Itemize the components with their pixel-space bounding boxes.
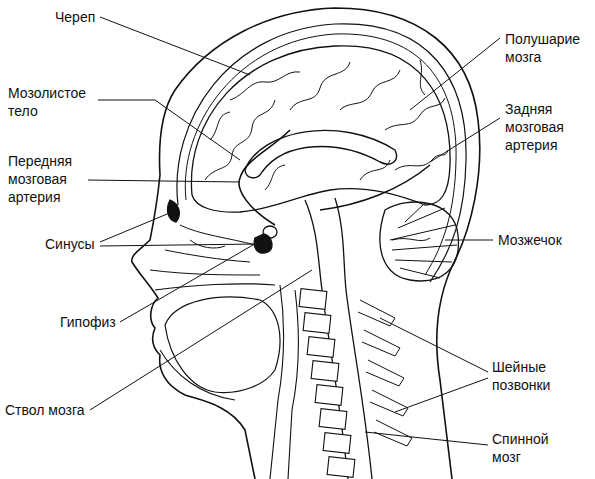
skull-inner xyxy=(185,34,456,275)
part-label: Ствол мозга xyxy=(5,401,85,419)
brainstem xyxy=(305,198,372,479)
gyri xyxy=(205,60,448,190)
frontal-sinus xyxy=(168,200,180,222)
palate xyxy=(155,284,275,290)
part-label: Задняя мозговая артерия xyxy=(505,100,587,154)
part-label: Шейные позвонки xyxy=(492,358,577,394)
cerebrum xyxy=(191,46,450,212)
anterior-cerebral-artery xyxy=(239,130,290,225)
leader-lines xyxy=(88,17,500,445)
cervical-vertebrae xyxy=(299,289,355,478)
part-label: Полушарие мозга xyxy=(505,30,590,66)
part-label: Синусы xyxy=(45,235,95,253)
part-label: Череп xyxy=(55,8,95,26)
skull xyxy=(177,24,466,282)
part-label: Мозолистое тело xyxy=(8,84,96,120)
pharynx xyxy=(270,285,298,479)
cerebellum xyxy=(380,202,459,281)
part-label: Мозжечок xyxy=(498,231,562,249)
jaw xyxy=(160,350,235,400)
spinous-processes xyxy=(358,300,412,446)
part-label: Гипофиз xyxy=(60,313,116,331)
part-label: Спинной мозг xyxy=(492,430,577,466)
part-label: Передняя мозговая артерия xyxy=(8,152,86,206)
tongue xyxy=(165,297,280,393)
corpus-callosum xyxy=(245,130,397,177)
head-outline xyxy=(132,8,480,479)
